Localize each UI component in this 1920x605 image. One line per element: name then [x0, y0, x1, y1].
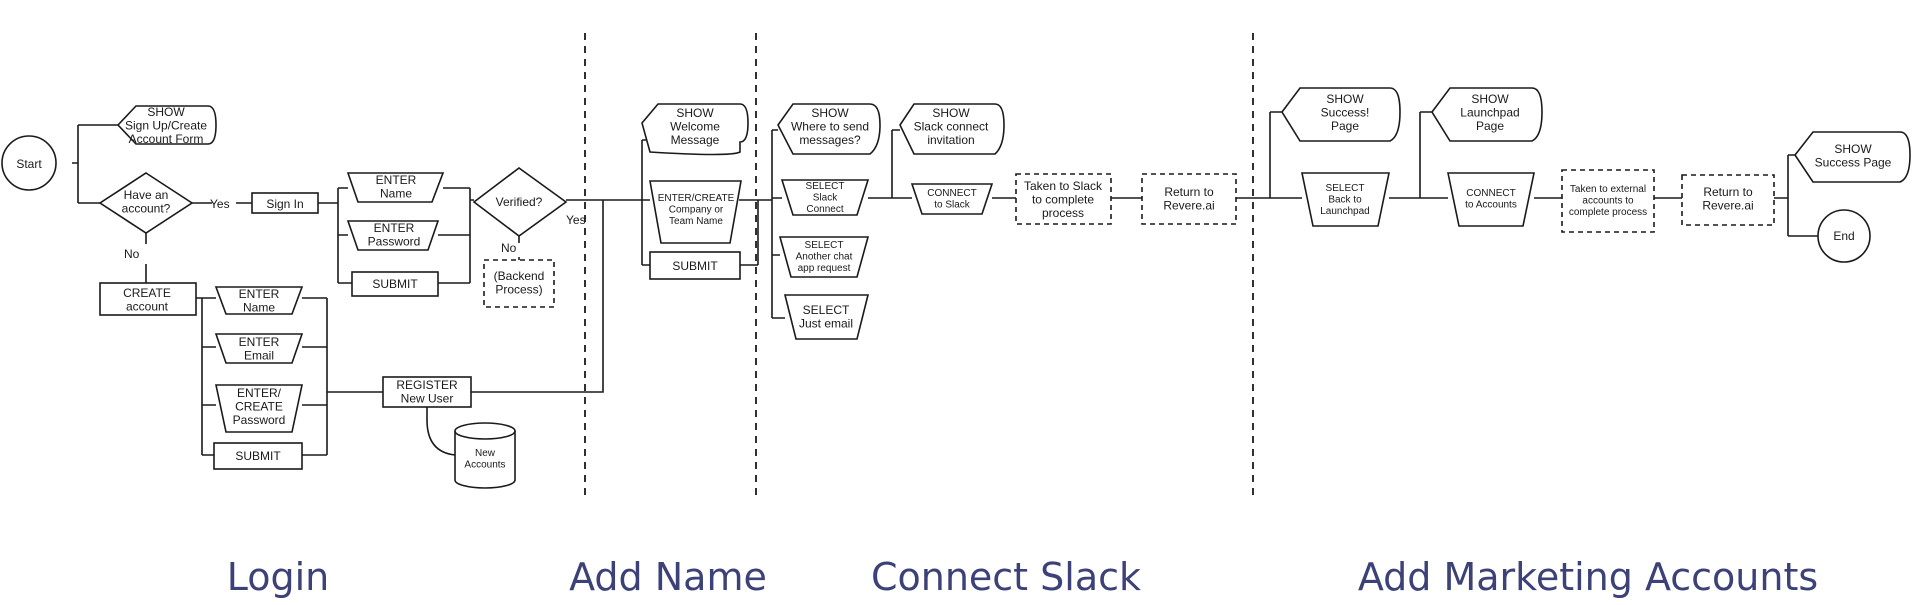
show-where-send-node [777, 103, 881, 155]
show-slack-invite-node [899, 103, 1005, 155]
edge-no-have-account: No [124, 247, 140, 261]
taken-external-node [1561, 169, 1655, 233]
return-revere-1-node [1141, 173, 1237, 225]
new-accounts-database [454, 431, 516, 489]
taken-slack-node [1015, 173, 1112, 225]
sign-in-node [251, 192, 319, 214]
start-label: Start [16, 157, 42, 171]
verified-decision [472, 167, 568, 237]
end-node [1817, 209, 1871, 263]
enter-email-node [214, 333, 304, 364]
end-label: End [1833, 229, 1854, 243]
section-add-marketing: Add Marketing Accounts [1358, 555, 1818, 599]
connectors [72, 111, 1818, 456]
select-other-chat-node [778, 236, 870, 278]
enter-company-node [649, 180, 742, 244]
section-add-name: Add Name [569, 555, 767, 599]
start-node [1, 135, 57, 191]
submit-create-label: SUBMIT [235, 449, 281, 463]
show-success-node [1281, 87, 1401, 142]
enter-password-login-node [346, 220, 440, 251]
have-account-decision [98, 172, 194, 234]
create-account-node [99, 282, 197, 316]
show-success-page-node [1794, 131, 1911, 183]
edge-labels: Yes No Yes No [124, 197, 586, 261]
edge-yes-verified: Yes [566, 213, 586, 227]
enter-name-create-node [214, 286, 304, 315]
backend-process-node [483, 259, 555, 308]
show-welcome-node [641, 103, 749, 156]
connect-slack-node [910, 183, 994, 215]
section-login: Login [227, 555, 330, 599]
select-email-node [783, 294, 870, 340]
show-signup-node [116, 105, 217, 145]
shapes [1, 87, 1911, 489]
connect-accounts-node [1447, 172, 1535, 227]
section-connect-slack: Connect Slack [871, 555, 1141, 599]
submit-name-node [649, 251, 741, 280]
select-back-node [1301, 172, 1390, 227]
submit-login-label: SUBMIT [372, 277, 418, 291]
return-revere-2-node [1681, 174, 1775, 226]
edge-yes-have-account: Yes [210, 197, 230, 211]
edge-no-verified: No [501, 241, 517, 255]
select-slack-node [780, 179, 870, 216]
submit-create-node [213, 442, 303, 470]
submit-name-label: SUBMIT [672, 259, 718, 273]
enter-create-password-node [215, 384, 303, 433]
register-user-node [382, 376, 472, 408]
show-launchpad-node [1431, 87, 1543, 142]
enter-name-login-node [346, 172, 445, 203]
sign-in-label: Sign In [266, 197, 303, 211]
verified-label: Verified? [496, 195, 543, 209]
section-titles: Login Add Name Connect Slack Add Marketi… [227, 555, 1818, 599]
submit-login-node [351, 271, 439, 297]
